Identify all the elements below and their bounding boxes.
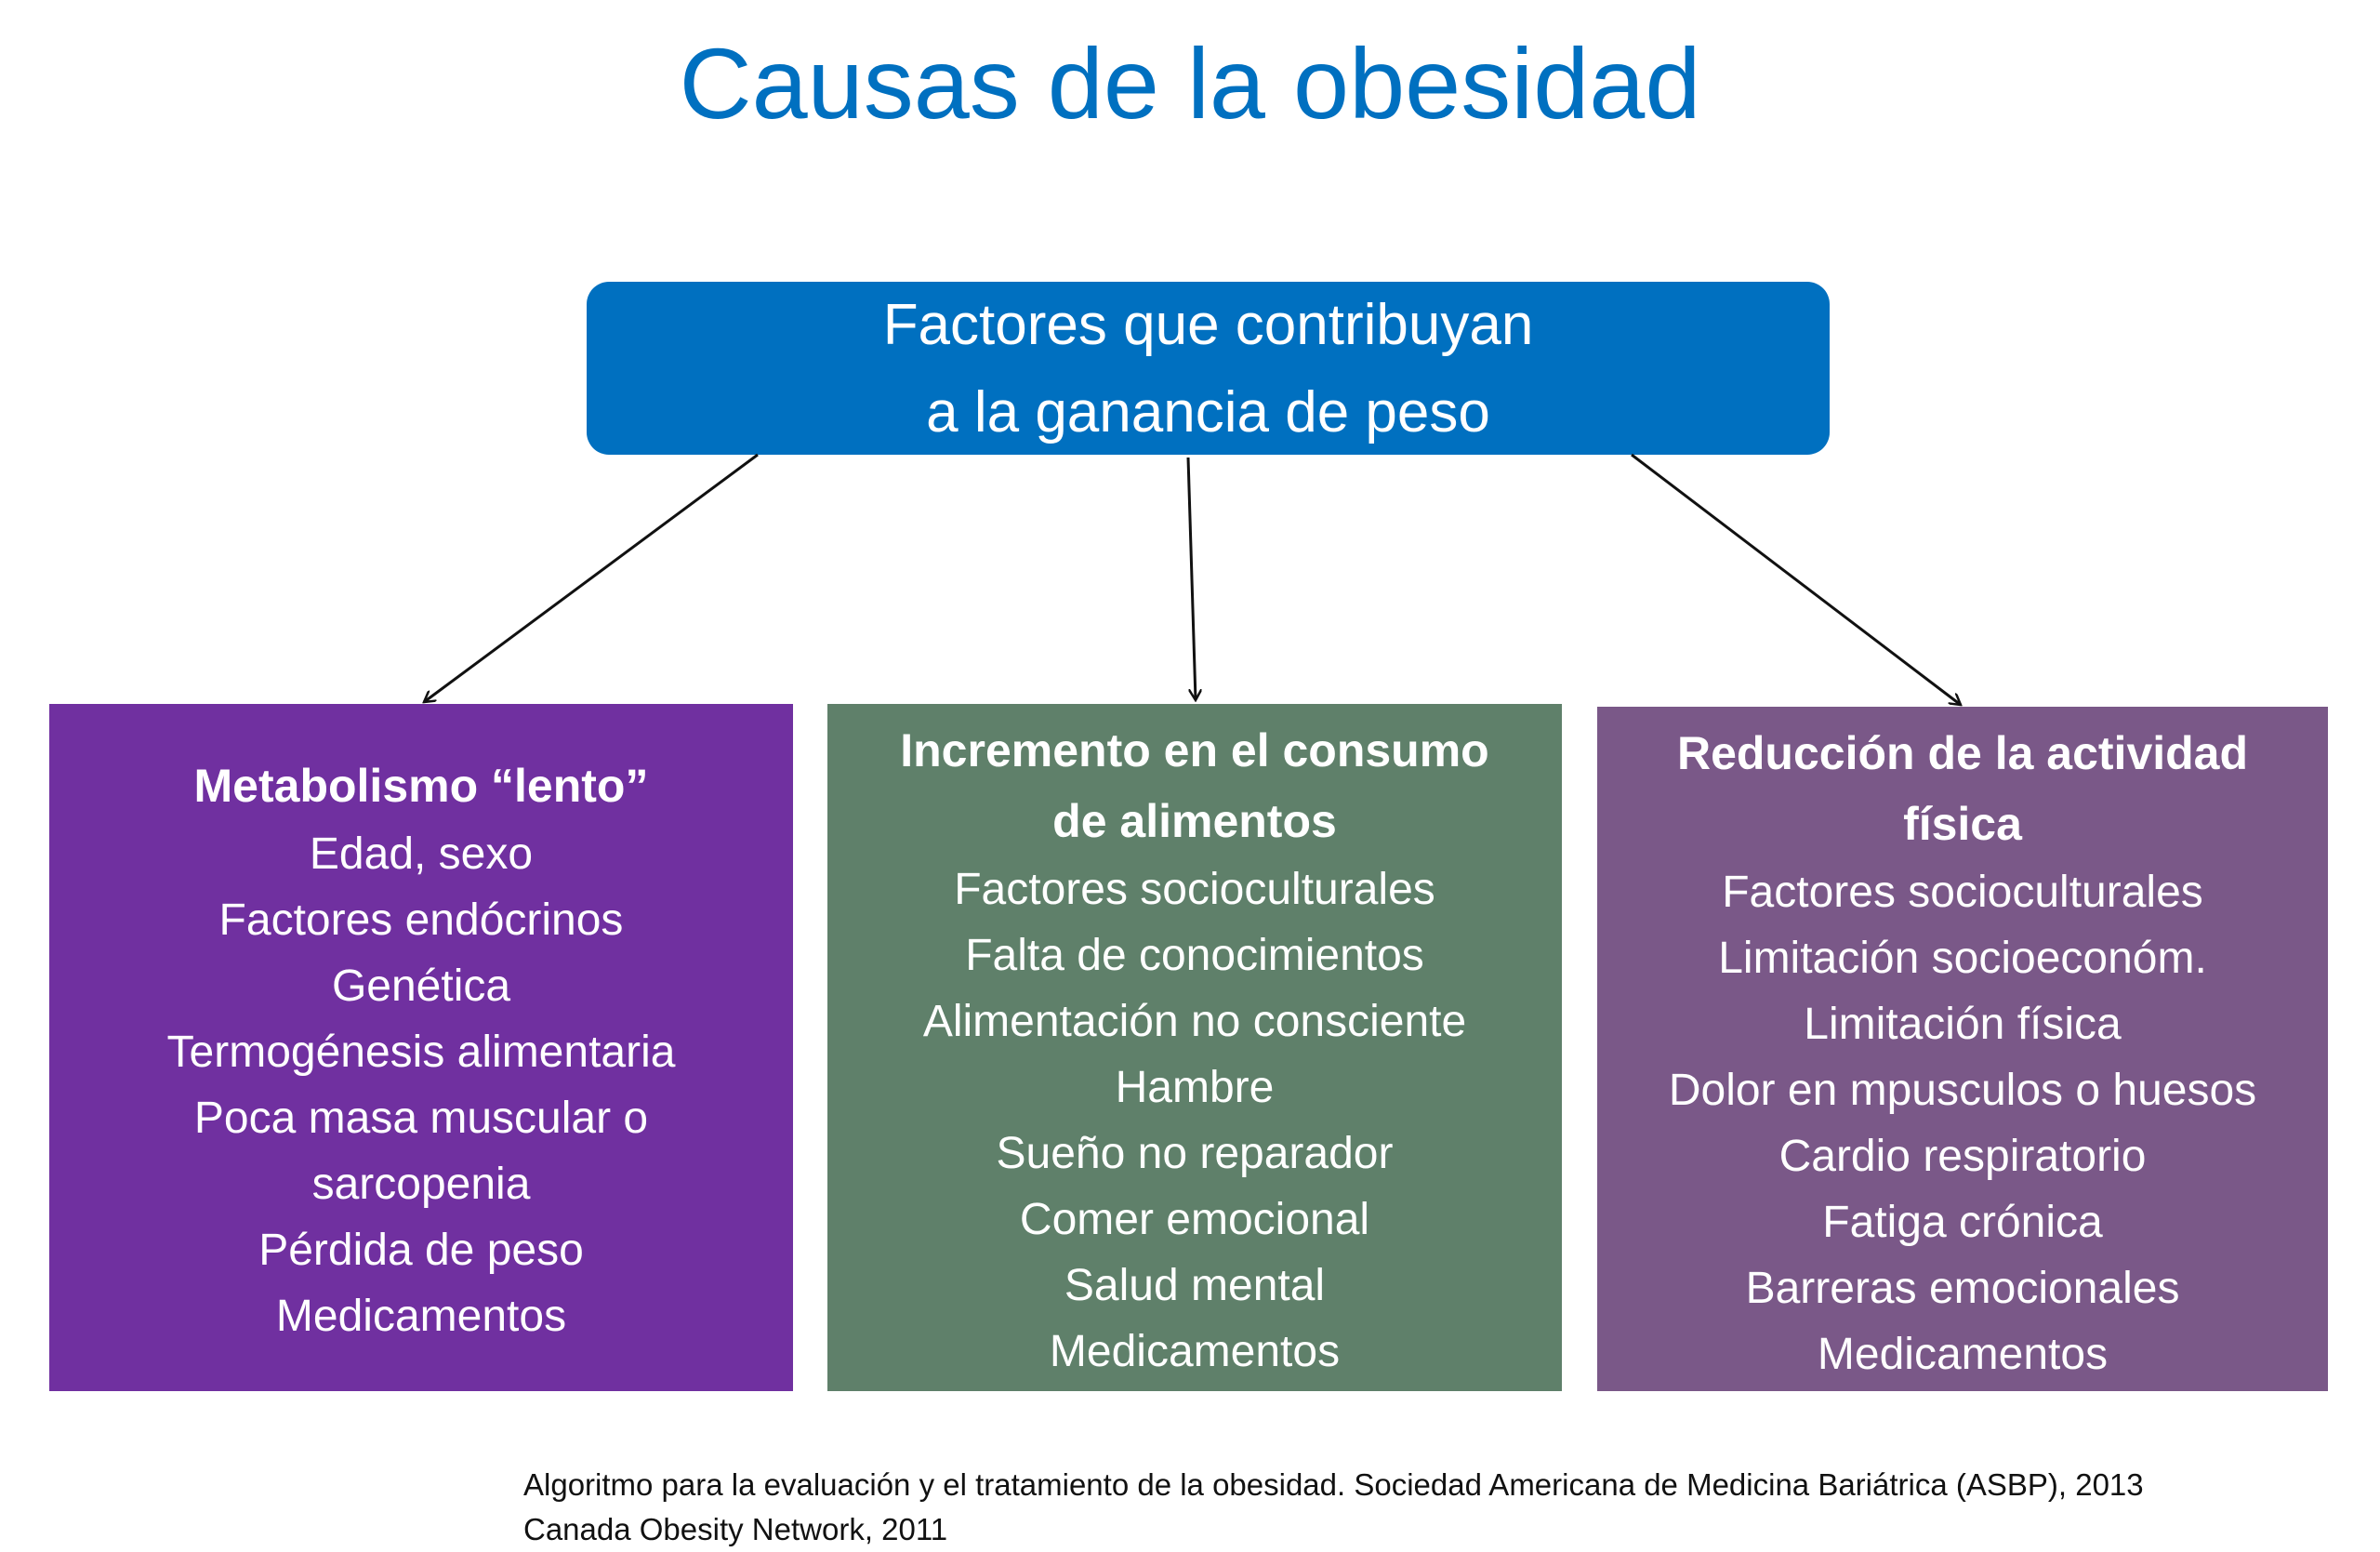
root-node-line: Factores que contribuyan: [882, 293, 1534, 357]
citation: Canada Obesity Network, 2011: [523, 1512, 948, 1546]
list-item: Poca masa muscular o: [193, 1094, 649, 1143]
list-item: Medicamentos: [275, 1292, 567, 1341]
box-heading: Metabolismo “lento”: [193, 760, 649, 812]
root-node-box: Factores que contribuyan a la ganancia d…: [587, 282, 1830, 455]
list-item: Hambre: [1115, 1063, 1275, 1112]
root-node-line: a la ganancia de peso: [926, 380, 1490, 444]
box-heading: física: [1903, 798, 2022, 850]
list-item: Factores socioculturales: [954, 865, 1435, 914]
box-metabolismo-lento: Metabolismo “lento” Edad, sexo Factores …: [49, 704, 793, 1391]
box-reduccion-actividad: Reducción de la actividad física Factore…: [1597, 707, 2328, 1391]
citation: Algoritmo para la evaluación y el tratam…: [523, 1467, 2144, 1502]
list-item: Genética: [331, 962, 511, 1011]
citations: Algoritmo para la evaluación y el tratam…: [523, 1463, 2144, 1552]
box-heading: Incremento en el consumo: [900, 724, 1489, 776]
list-item: sarcopenia: [311, 1160, 531, 1209]
box-incremento-consumo: Incremento en el consumo de alimentos Fa…: [827, 704, 1562, 1391]
list-item: Termogénesis alimentaria: [166, 1028, 676, 1077]
list-item: Dolor en mpusculos o huesos: [1668, 1066, 2257, 1115]
arrow-middle: [1186, 457, 1196, 700]
list-item: Barreras emocionales: [1745, 1264, 2180, 1313]
slide-title: Causas de la obesidad: [679, 27, 1701, 139]
list-item: Fatiga crónica: [1822, 1198, 2103, 1247]
box-heading: de alimentos: [1052, 795, 1337, 847]
list-item: Factores socioculturales: [1722, 868, 2203, 917]
list-item: Factores endócrinos: [218, 895, 624, 945]
list-item: Salud mental: [1064, 1261, 1326, 1310]
list-item: Medicamentos: [1817, 1330, 2109, 1379]
box-heading: Reducción de la actividad: [1676, 727, 2249, 779]
list-item: Limitación física: [1804, 1000, 2122, 1049]
arrow-left: [424, 453, 759, 702]
list-item: Falta de conocimientos: [965, 931, 1424, 980]
list-item: Pérdida de peso: [258, 1226, 584, 1275]
list-item: Medicamentos: [1049, 1327, 1341, 1376]
arrow-right: [1631, 453, 1961, 705]
list-item: Sueño no reparador: [996, 1129, 1394, 1178]
list-item: Limitación socioeconóm.: [1718, 934, 2207, 983]
list-item: Cardio respiratorio: [1778, 1132, 2147, 1181]
list-item: Edad, sexo: [309, 829, 534, 879]
list-item: Alimentación no consciente: [922, 997, 1467, 1046]
list-item: Comer emocional: [1019, 1195, 1370, 1244]
